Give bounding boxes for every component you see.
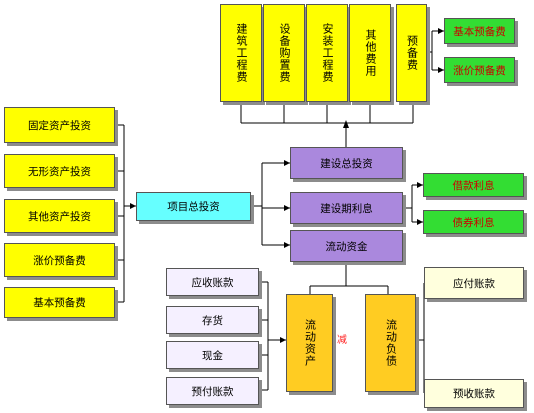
current-assets-label: 流动资产 (303, 319, 317, 367)
construction-investment-label: 建设总投资 (320, 157, 373, 170)
construction-interest-box: 建设期利息 (290, 192, 403, 224)
cost-box-construction: 建筑工程费 (220, 4, 262, 102)
loan-interest-box: 借款利息 (423, 173, 524, 197)
left-box-fixed-assets: 固定资产投资 (4, 107, 115, 143)
left-label-fixed-assets: 固定资产投资 (28, 119, 91, 132)
minus-sign: 减 (337, 335, 347, 346)
cost-label-installation: 安装工程费 (321, 23, 334, 83)
loan-interest-label: 借款利息 (452, 179, 495, 192)
payable-box-accounts: 应付账款 (424, 267, 524, 299)
reserve-price-label: 涨价预备费 (453, 64, 506, 77)
cost-label-reserve: 预备费 (405, 35, 419, 71)
receivable-box-inventory: 存货 (166, 306, 259, 334)
current-liabilities-box: 流动负债 (365, 294, 416, 392)
reserve-basic-label: 基本预备费 (453, 25, 506, 38)
bond-interest-box: 债券利息 (423, 210, 524, 234)
total-investment-label: 项目总投资 (167, 201, 220, 213)
payable-label-accounts: 应付账款 (453, 277, 495, 290)
receivable-label-inventory: 存货 (202, 314, 223, 327)
cost-label-other: 其他费用 (364, 29, 377, 77)
cost-box-installation: 安装工程费 (306, 4, 348, 102)
left-box-price-reserve: 涨价预备费 (4, 243, 115, 277)
left-label-other-assets: 其他资产投资 (28, 210, 91, 223)
construction-interest-label: 建设期利息 (320, 202, 373, 215)
left-label-intangible: 无形资产投资 (28, 165, 91, 178)
left-label-basic-reserve: 基本预备费 (33, 297, 86, 309)
cost-label-construction: 建筑工程费 (235, 23, 248, 83)
payable-label-advance: 预收账款 (453, 388, 495, 400)
receivable-label-cash: 现金 (202, 349, 223, 362)
working-capital-label: 流动资金 (325, 240, 368, 253)
cost-box-reserve: 预备费 (396, 4, 427, 102)
reserve-price-box: 涨价预备费 (444, 57, 515, 83)
receivable-label-prepaid: 预付账款 (191, 385, 234, 398)
construction-investment-box: 建设总投资 (290, 147, 403, 179)
total-investment-box: 项目总投资 (136, 192, 251, 221)
receivable-box-cash: 现金 (166, 341, 259, 369)
cost-box-equipment: 设备购置费 (263, 4, 305, 102)
current-liabilities-label: 流动负债 (384, 319, 398, 367)
current-assets-box: 流动资产 (286, 294, 333, 392)
receivable-box-prepaid: 预付账款 (166, 377, 259, 405)
receivable-box-accounts: 应收账款 (166, 268, 259, 296)
cost-box-other: 其他费用 (349, 4, 391, 102)
left-box-intangible: 无形资产投资 (4, 154, 115, 188)
left-box-other-assets: 其他资产投资 (4, 199, 115, 233)
reserve-basic-box: 基本预备费 (444, 18, 515, 44)
receivable-label-accounts: 应收账款 (191, 276, 234, 289)
bond-interest-label: 债券利息 (452, 216, 495, 229)
cost-label-equipment: 设备购置费 (278, 23, 291, 83)
working-capital-box: 流动资金 (290, 230, 403, 262)
payable-box-advance: 预收账款 (424, 379, 524, 408)
left-label-price-reserve: 涨价预备费 (33, 254, 86, 267)
left-box-basic-reserve: 基本预备费 (4, 287, 115, 318)
